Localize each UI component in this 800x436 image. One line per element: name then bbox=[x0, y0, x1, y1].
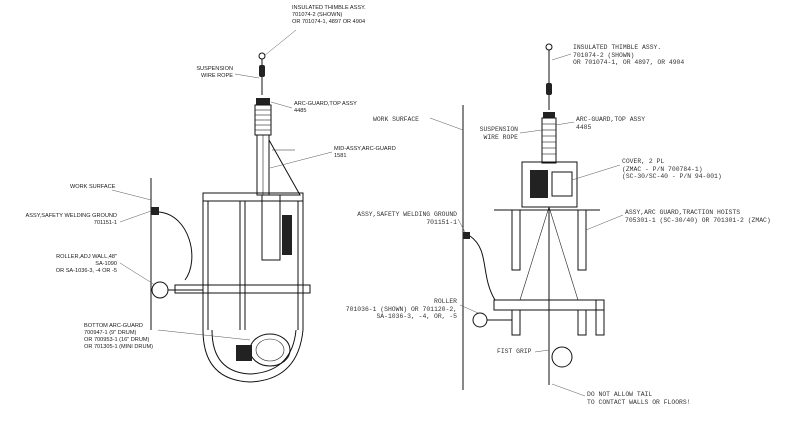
right-thimble-ring bbox=[545, 43, 553, 51]
right-arc-guard-coil bbox=[541, 117, 557, 164]
left-drum-motor bbox=[236, 345, 252, 361]
label-work-surface-left: WORK SURFACE bbox=[70, 184, 116, 190]
label-fist-grip-right: FIST GRIP bbox=[497, 348, 532, 355]
left-welding-ground bbox=[151, 207, 159, 215]
label-arc-guard-top-left: ARC-GUARD,TOP ASSY 4485 bbox=[294, 101, 357, 114]
label-work-surface-right: WORK SURFACE bbox=[373, 116, 420, 123]
left-top-rail bbox=[202, 192, 304, 202]
label-suspension-wire-rope-left: SUSPENSION WIRE ROPE bbox=[196, 66, 233, 79]
left-thimble-body bbox=[259, 65, 265, 77]
right-coil-weight bbox=[551, 346, 573, 368]
left-ground-cable bbox=[158, 211, 193, 281]
right-hoist-assembly bbox=[429, 43, 624, 397]
left-hoist-assembly bbox=[111, 29, 333, 383]
right-chain-left bbox=[519, 206, 550, 301]
right-thimble-body bbox=[546, 83, 552, 95]
right-ground-cable bbox=[469, 235, 496, 301]
right-post-right bbox=[577, 209, 587, 271]
label-arc-guard-top-right: ARC-GUARD,TOP ASSY 4485 bbox=[576, 116, 646, 131]
label-do-not-allow-tail-right: DO NOT ALLOW TAIL TO CONTACT WALLS OR FL… bbox=[587, 391, 691, 406]
left-motor-column bbox=[261, 194, 281, 261]
right-cover bbox=[551, 171, 573, 197]
left-mid-rail bbox=[174, 284, 311, 294]
left-bottom-arc-guard bbox=[202, 329, 304, 383]
label-cover-right: COVER, 2 PL (ZMAC - P/N 700784-1) (SC-30… bbox=[622, 158, 722, 181]
label-safety-welding-ground-left: ASSY,SAFETY WELDING GROUND 701151-1 bbox=[25, 213, 118, 226]
label-arc-guard-traction-right: ASSY,ARC GUARD,TRACTION HOISTS 705301-1 … bbox=[625, 209, 771, 224]
right-welding-ground bbox=[463, 232, 470, 239]
right-hoist-motor bbox=[530, 170, 548, 198]
left-arc-guard-top bbox=[256, 98, 270, 105]
label-insulated-thimble-right: INSULATED THIMBLE ASSY. 701074-2 (SHOWN)… bbox=[573, 44, 685, 67]
right-arc-guard-top bbox=[543, 112, 555, 118]
label-mid-assy-arc-guard-left: MID-ASSY,ARC-GUARD 1581 bbox=[334, 146, 396, 159]
right-roller-wheel bbox=[472, 312, 488, 328]
label-bottom-arc-guard-left: BOTTOM ARC-GUARD 700947-1 (9" DRUM) OR 7… bbox=[84, 323, 154, 350]
label-suspension-wire-rope-right: SUSPENSION WIRE ROPE bbox=[479, 126, 518, 141]
right-chain-right bbox=[548, 206, 579, 301]
label-roller-adj-wall-left: ROLLER,ADJ WALL,48" SA-1090 OR SA-1036-3… bbox=[55, 254, 117, 274]
label-safety-welding-ground-right: ASSY,SAFETY WELDING GROUND 701151-1 bbox=[357, 211, 457, 226]
left-control-box bbox=[282, 215, 292, 255]
label-insulated-thimble-left: INSULATED THIMBLE ASSY. 701074-2 (SHOWN)… bbox=[292, 5, 366, 25]
left-brace bbox=[268, 139, 301, 196]
label-roller-right: ROLLER 701036-1 (SHOWN) OR 701120-2, SA-… bbox=[345, 298, 457, 321]
right-post-left bbox=[511, 209, 521, 271]
